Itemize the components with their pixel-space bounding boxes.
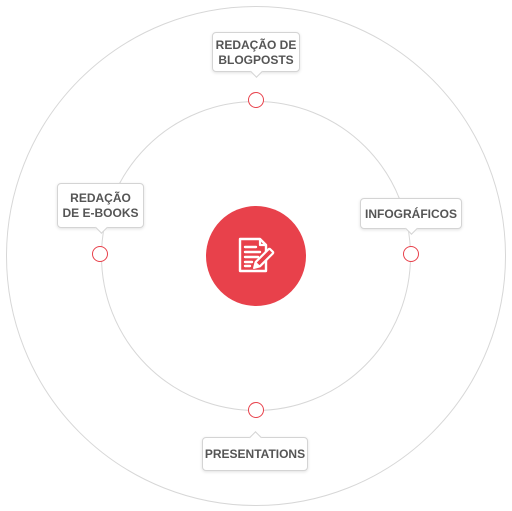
callout-line-1: REDAÇÃO <box>70 191 131 205</box>
center-circle <box>206 206 306 306</box>
callout-line-2: BLOGPOSTS <box>218 53 294 67</box>
callout-ebooks: REDAÇÃO DE E-BOOKS <box>57 183 144 234</box>
callout-line-2: DE E-BOOKS <box>62 206 139 220</box>
node-bottom[interactable] <box>248 402 264 418</box>
callout-line-1: INFOGRÁFICOS <box>365 207 457 221</box>
node-right[interactable] <box>403 246 419 262</box>
callout-blogposts: REDAÇÃO DE BLOGPOSTS <box>212 32 300 78</box>
callout-line-1: REDAÇÃO DE <box>215 38 297 52</box>
node-top[interactable] <box>248 92 264 108</box>
outer-ring <box>6 6 506 506</box>
node-left[interactable] <box>92 246 108 262</box>
callout-infograficos: INFOGRÁFICOS <box>360 198 462 235</box>
callout-line-1: PRESENTATIONS <box>204 447 306 461</box>
document-edit-icon <box>238 237 275 273</box>
callout-presentations: PRESENTATIONS <box>202 431 308 471</box>
